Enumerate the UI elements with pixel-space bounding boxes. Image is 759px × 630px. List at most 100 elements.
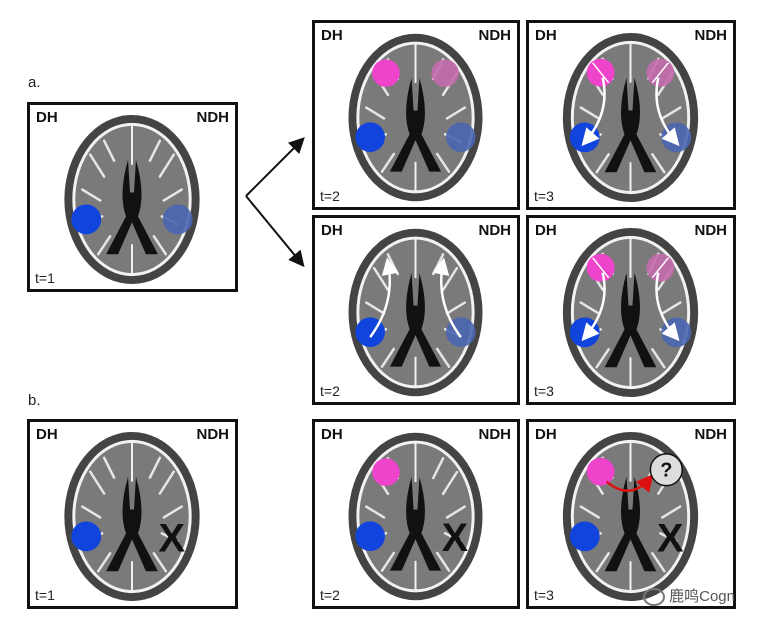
question-circle (649, 453, 683, 487)
ventricles (389, 273, 442, 367)
transfer-arrow (605, 473, 654, 493)
brain-diagram: X? (562, 431, 699, 602)
time-label: t=2 (320, 188, 340, 204)
sulcus (96, 235, 112, 256)
brain-diagram: X (64, 431, 200, 602)
time-label: t=3 (534, 383, 554, 399)
sulcus (651, 153, 666, 174)
dh-label: DH (535, 222, 557, 239)
sulcus (380, 551, 396, 572)
dh-posterior-region (569, 521, 600, 552)
lesion-x-mark: X (159, 516, 186, 560)
sulcus (88, 470, 106, 495)
ndh-label: NDH (196, 109, 230, 126)
brain-diagram (562, 32, 699, 203)
panel-a-top-t2: DH NDH t=2 (312, 20, 520, 210)
ndh-label: NDH (478, 426, 512, 443)
ndh-posterior-region (162, 204, 193, 235)
section-b-label: b. (28, 392, 41, 409)
sulcus (102, 456, 116, 479)
sulcus (579, 505, 600, 519)
ventricles (604, 272, 657, 368)
sulcus (595, 552, 610, 573)
sulcus (579, 301, 600, 315)
dh-label: DH (36, 109, 58, 126)
sulcus (365, 106, 386, 120)
branch-arrow-up (245, 137, 305, 197)
sulcus (661, 505, 682, 519)
sulcus (432, 457, 445, 480)
branch-arrow-down (245, 195, 305, 268)
ndh-frontal-tick (651, 62, 669, 84)
sulcus (365, 505, 386, 519)
sulcus (152, 235, 168, 256)
brain-diagram (64, 114, 200, 285)
dh-frontal-region (372, 458, 400, 486)
time-label: t=3 (534, 587, 554, 603)
sulcus (445, 106, 467, 120)
dh-feedback-arrow (581, 77, 606, 147)
dh-label: DH (321, 222, 343, 239)
watermark: 鹿鸣Cogn (643, 585, 735, 606)
sulcus (148, 456, 162, 479)
dh-posterior-region (71, 204, 102, 235)
sulcus (443, 531, 463, 543)
dh-posterior-region (71, 521, 102, 552)
sulcus (435, 551, 451, 572)
sulcus (148, 139, 162, 162)
sulcus (152, 552, 168, 573)
ventricles (604, 77, 657, 173)
ventricles (106, 159, 158, 255)
sulcus (595, 348, 610, 369)
dh-posterior-region (355, 122, 385, 152)
ndh-label: NDH (478, 27, 512, 44)
ndh-frontal-region (431, 59, 459, 87)
sulcus (595, 153, 610, 174)
sulcus (88, 153, 106, 178)
ventricles (604, 476, 657, 572)
sulcus (651, 348, 666, 369)
panel-a-bottom-t2: DH NDH t=2 (312, 215, 520, 405)
sulcus (380, 152, 396, 173)
ndh-posterior-region (446, 122, 476, 152)
sulcus (441, 470, 459, 496)
sulcus (102, 139, 116, 162)
dh-label: DH (321, 27, 343, 44)
dh-frontal-region (586, 457, 615, 486)
time-label: t=2 (320, 383, 340, 399)
dh-label: DH (36, 426, 58, 443)
sulcus (81, 188, 102, 202)
dh-frontal-tick (592, 257, 610, 279)
sulcus (365, 301, 386, 315)
dh-frontal-tick (592, 62, 610, 84)
question-mark: ? (660, 460, 672, 482)
time-label: t=3 (534, 188, 554, 204)
wechat-icon (643, 588, 666, 606)
sulcus (158, 153, 176, 178)
lesion-x-mark: X (442, 516, 468, 560)
dh-forward-arrow (369, 257, 399, 338)
time-label: t=1 (35, 587, 55, 603)
ndh-label: NDH (694, 27, 728, 44)
sulcus (435, 152, 451, 173)
sulcus (162, 188, 183, 202)
sulcus (160, 532, 179, 543)
ndh-feedback-arrow (655, 77, 680, 147)
brain-diagram (562, 227, 699, 398)
sulcus (651, 552, 666, 573)
sulcus (661, 301, 682, 315)
dh-feedback-arrow (581, 272, 606, 342)
brain-diagram: X (348, 432, 483, 601)
ndh-feedback-arrow (655, 272, 680, 342)
ndh-label: NDH (478, 222, 512, 239)
sulcus (441, 266, 459, 292)
sulcus (659, 532, 678, 543)
time-label: t=2 (320, 587, 340, 603)
time-label: t=1 (35, 270, 55, 286)
sulcus (372, 266, 390, 292)
